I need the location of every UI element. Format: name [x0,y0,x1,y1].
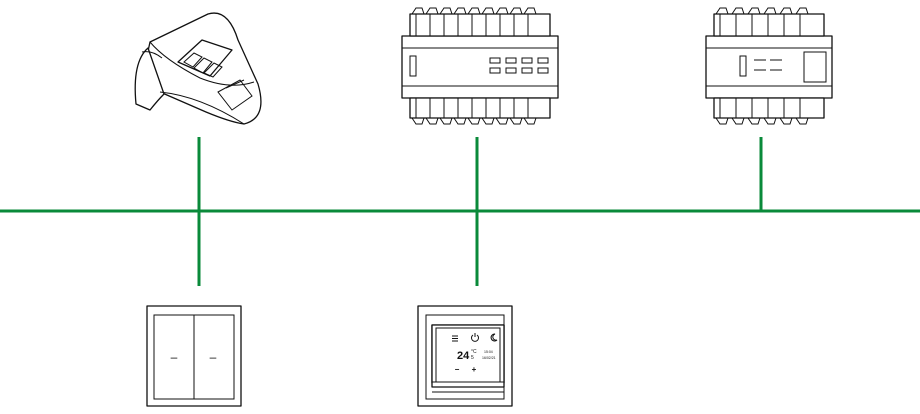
knx-gateway-icon [134,12,262,125]
push-button-right-key: – [210,350,217,364]
power-icon [471,333,479,342]
thermostat-date: 16/02/21 [482,356,496,360]
moon-icon [490,333,498,342]
menu-icon [452,335,458,342]
thermostat-unit: °C [471,349,477,355]
thermostat-decimal: 5 [471,355,474,361]
thermostat-minus: − [455,365,460,374]
thermostat-time: 15:04 [484,350,493,354]
thermostat-temperature: 24 [457,350,470,362]
din-rail-actuator-icon [401,7,559,125]
push-button-icon: – – [146,305,242,407]
room-thermostat-icon: 24 °C 5 15:04 16/02/21 − + [417,305,513,407]
thermostat-plus: + [472,365,477,374]
din-rail-module-icon [705,7,833,125]
push-button-left-key: – [171,350,178,364]
bus-lines [0,137,920,286]
